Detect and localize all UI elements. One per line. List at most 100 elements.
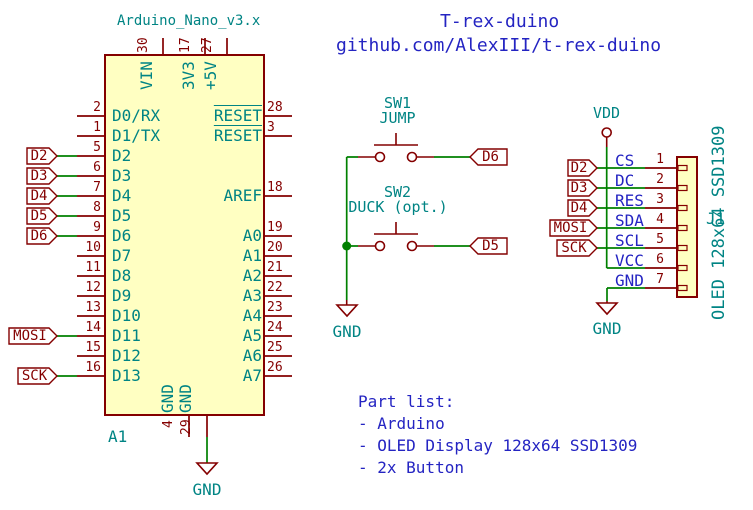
pin-num: 10	[85, 240, 101, 255]
pin-num: 11	[85, 260, 101, 275]
part-list-item-buttons: - 2x Button	[358, 458, 464, 477]
arduino-top-pin-stubs	[162, 38, 228, 55]
label-d5-text: D5	[30, 208, 48, 224]
part-list-title: Part list:	[358, 392, 455, 411]
oled-net-res: RES	[615, 191, 644, 210]
oled-global-labels	[549, 159, 598, 257]
oled-gnd-wire	[606, 287, 645, 301]
pin-name-d7: D7	[112, 246, 132, 265]
pin-name-d9: D9	[112, 286, 132, 305]
pin-num: 12	[85, 280, 101, 295]
vdd-label: VDD	[593, 104, 621, 122]
part-list-item-arduino: - Arduino	[358, 414, 445, 433]
label-sw1-d6-text: D6	[482, 149, 499, 165]
sw2-contact-left	[374, 240, 386, 252]
label-oled-mosi-text: MOSI	[553, 220, 588, 236]
gnd-label-arduino: GND	[192, 480, 222, 499]
pin-name-a4: A4	[242, 306, 262, 325]
global-label-d3	[26, 167, 58, 185]
pin-name-d1tx: D1/TX	[112, 126, 161, 145]
sw1-symbol	[346, 133, 508, 166]
vdd-power-symbol	[601, 127, 613, 138]
gnd-label-switches: GND	[332, 322, 362, 341]
label-mosi-text: MOSI	[13, 328, 47, 344]
oled-gnd-symbol	[595, 302, 619, 316]
label-oled-d4-text: D4	[570, 200, 588, 216]
oled-net-vcc: VCC	[615, 251, 644, 270]
pin-num: 6	[93, 160, 101, 175]
arduino-left-pin-stubs	[77, 115, 105, 377]
project-title: T-rex-duino	[440, 11, 560, 32]
pin-name-d0rx: D0/RX	[112, 106, 161, 125]
oled-signal-wires	[597, 167, 645, 249]
pin-num: 25	[267, 340, 283, 355]
oled-net-gnd: GND	[615, 271, 644, 290]
oled-net-cs: CS	[615, 151, 635, 170]
pin-name-5v: +5V	[201, 61, 220, 90]
gnd-label-oled: GND	[592, 319, 622, 338]
pin-name-3v3: 3V3	[179, 61, 198, 90]
arduino-gnd-symbol	[195, 462, 219, 476]
oled-description: OLED 128x64 SSD1309	[709, 125, 729, 320]
pin-num: 20	[267, 240, 283, 255]
global-label-d2	[26, 147, 58, 165]
global-label-mosi	[8, 327, 58, 345]
pin-name-a7: A7	[242, 366, 262, 385]
label-oled-d2-text: D2	[570, 160, 588, 176]
pin-num: 28	[267, 100, 283, 115]
sw2-symbol	[346, 222, 508, 255]
pin-name-d6: D6	[112, 226, 132, 245]
arduino-part-name: Arduino_Nano_v3.x	[117, 13, 261, 29]
label-d2-text: D2	[30, 148, 48, 164]
label-d4-text: D4	[30, 188, 48, 204]
oled-net-dc: DC	[615, 171, 635, 190]
oled-pin-num: 5	[656, 232, 664, 247]
pin-num: 13	[85, 300, 101, 315]
oled-reference: J1	[706, 209, 726, 228]
arduino-bottom-pin-stubs	[188, 415, 208, 437]
pin-name-a1: A1	[242, 246, 262, 265]
label-oled-d3-text: D3	[570, 180, 588, 196]
global-label-oled-d4	[567, 199, 598, 217]
sw1-reference: SW1	[384, 94, 412, 112]
sw2-value: DUCK (opt.)	[348, 198, 448, 216]
part-list-item-oled: - OLED Display 128x64 SSD1309	[358, 436, 638, 455]
repo-url: github.com/AlexIII/t-rex-duino	[336, 35, 662, 56]
sw2-body-lines	[358, 222, 434, 247]
pin-num: 26	[267, 360, 283, 375]
oled-pin-notches	[677, 164, 688, 292]
pin-num: 16	[85, 360, 101, 375]
global-label-sck	[17, 367, 58, 385]
global-label-oled-mosi	[549, 219, 598, 237]
pin-name-a6: A6	[242, 346, 262, 365]
arduino-right-pin-stubs	[264, 115, 292, 377]
oled-pin-num: 4	[656, 212, 664, 227]
pin-name-d8: D8	[112, 266, 132, 285]
pin-num: 2	[93, 100, 101, 115]
label-d3-text: D3	[30, 168, 48, 184]
oled-pin-num: 1	[656, 152, 664, 167]
pin-name-reset1: RESET	[213, 106, 262, 125]
pin-num: 22	[267, 280, 283, 295]
sw2-contact-right	[406, 240, 418, 252]
global-label-d4	[26, 187, 58, 205]
pin-name-d4: D4	[112, 186, 132, 205]
pin-name-a0: A0	[242, 226, 262, 245]
oled-pin-num: 3	[656, 192, 664, 207]
sw1-value: JUMP	[379, 109, 416, 127]
pin-num: 19	[267, 220, 283, 235]
pin-num: 18	[267, 180, 283, 195]
pin-num-17: 17	[178, 37, 193, 53]
pin-name-a2: A2	[242, 266, 262, 285]
pin-num: 24	[267, 320, 283, 335]
sw1-contact-left	[374, 151, 386, 163]
global-label-oled-d2	[567, 159, 598, 177]
global-label-oled-sck	[556, 239, 598, 257]
sw2-reference: SW2	[384, 183, 412, 201]
pin-name-reset2: RESET	[213, 126, 262, 145]
oled-pin-num: 2	[656, 172, 664, 187]
label-sw2-d5-text: D5	[482, 238, 499, 254]
pin-name-d10: D10	[112, 306, 141, 325]
label-oled-sck-text: SCK	[561, 240, 587, 256]
